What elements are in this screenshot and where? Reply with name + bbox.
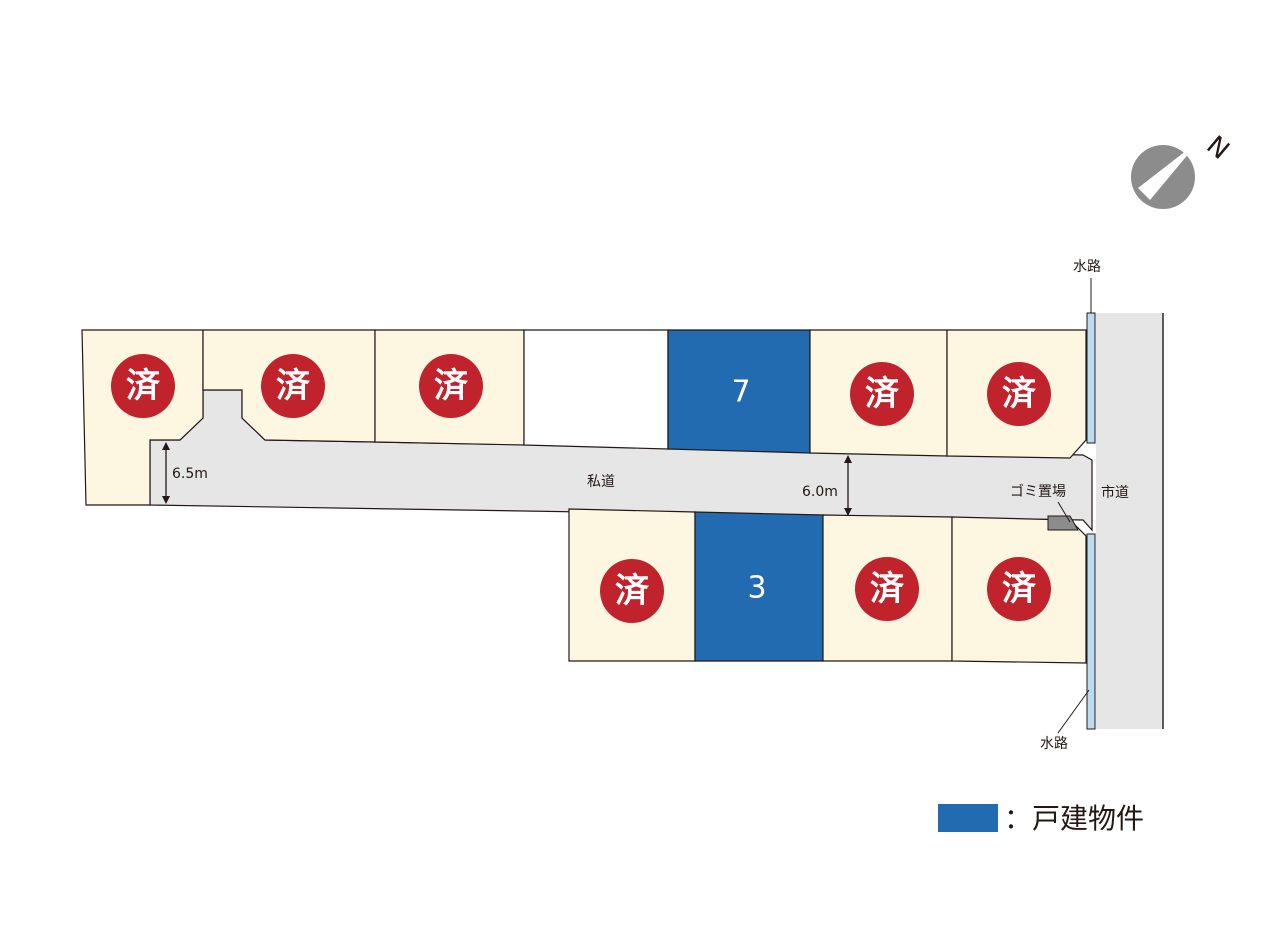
svg-text:N: N (1201, 130, 1235, 165)
svg-text:済: 済 (1002, 374, 1037, 414)
sold-mark-lot-7: 済 (987, 362, 1051, 426)
sold-mark-lot-3: 済 (419, 354, 483, 418)
sold-mark-lot-2: 済 (261, 354, 325, 418)
svg-text:済: 済 (615, 571, 650, 611)
sold-mark-lot-8: 済 (600, 559, 664, 623)
sold-mark-lot-10: 済 (855, 557, 919, 621)
svg-text:済: 済 (1002, 569, 1037, 609)
north-compass-icon: N (1131, 130, 1235, 209)
dimension-arrow-left (162, 442, 170, 504)
waterway-label-top: 水路 (1073, 259, 1101, 275)
svg-text:済: 済 (276, 366, 311, 406)
svg-text:済: 済 (434, 366, 469, 406)
waterway-south (1086, 533, 1096, 730)
city-road (1096, 313, 1163, 729)
waterway-label-bottom: 水路 (1040, 736, 1068, 752)
private-road-label: 私道 (587, 474, 615, 490)
sold-mark-lot-6: 済 (850, 362, 914, 426)
sold-mark-lot-1: 済 (111, 354, 175, 418)
width-label-left: 6.5m (172, 466, 208, 482)
city-road-label: 市道 (1101, 484, 1129, 501)
legend-label: ：戸建物件 (1004, 802, 1144, 835)
width-label-center: 6.0m (802, 484, 838, 500)
sold-mark-lot-11: 済 (987, 557, 1051, 621)
lot-number-3: 3 (747, 571, 766, 606)
dimension-arrow-center (844, 455, 852, 516)
lot-number-7: 7 (731, 375, 750, 410)
svg-text:済: 済 (870, 569, 905, 609)
garbage-label: ゴミ置場 (1010, 483, 1066, 500)
legend-swatch (938, 804, 998, 832)
waterway-north (1086, 312, 1096, 444)
legend: ：戸建物件 (938, 802, 1144, 835)
svg-text:済: 済 (865, 374, 900, 414)
lot-4-vacant[interactable] (523, 329, 669, 450)
garbage-area (1047, 515, 1079, 531)
svg-text:済: 済 (126, 366, 161, 406)
